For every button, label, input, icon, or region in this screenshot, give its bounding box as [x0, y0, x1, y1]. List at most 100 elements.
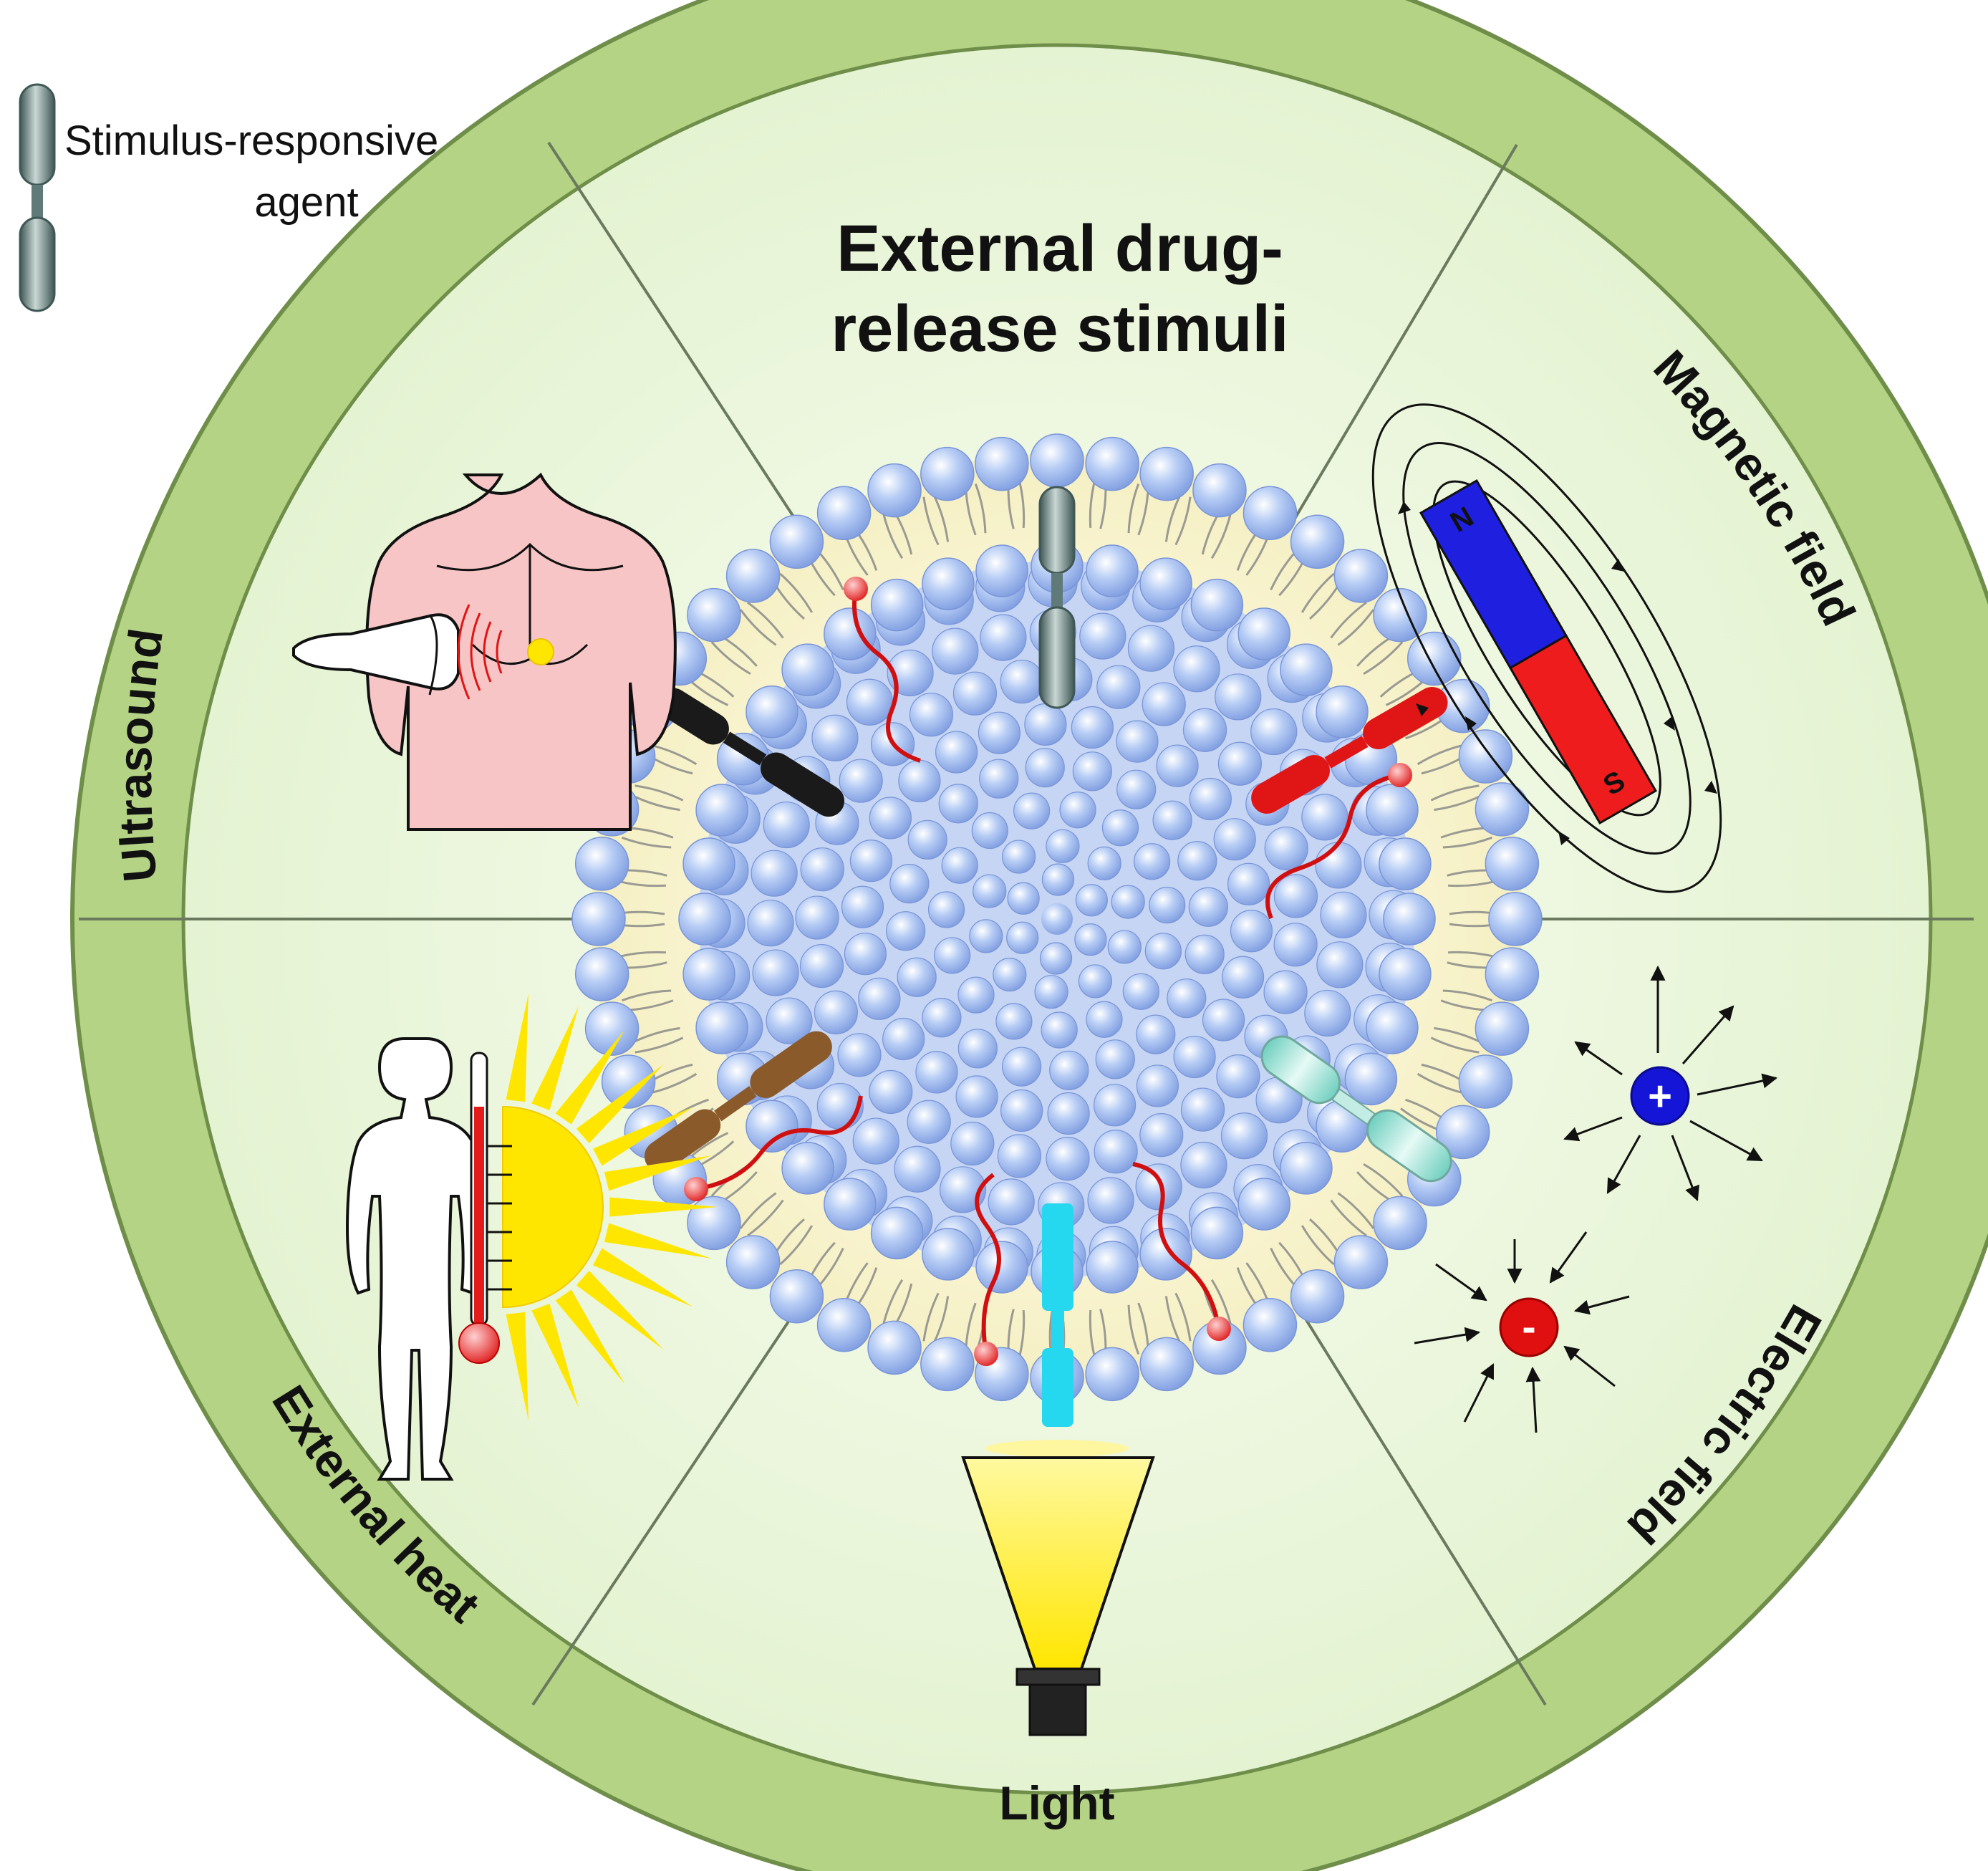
core-lipid-head — [814, 990, 858, 1034]
core-lipid-head — [1273, 923, 1318, 967]
core-lipid-head — [1173, 645, 1220, 693]
core-lipid-head — [971, 812, 1008, 850]
core-lipid-head — [1002, 1047, 1042, 1087]
lipid-head — [1373, 1196, 1427, 1251]
agent-teal — [1260, 1035, 1452, 1183]
positive-charge-arrows — [1563, 965, 1778, 1201]
core-lipid-head — [1202, 999, 1245, 1042]
inner-lipid-head — [678, 893, 731, 946]
lipid-head — [816, 1297, 872, 1352]
core-lipid-head — [799, 943, 844, 989]
core-lipid-head — [1156, 744, 1199, 787]
inner-lipid-head — [922, 1228, 975, 1281]
inner-lipid-head — [870, 1206, 924, 1260]
core-lipid-head — [922, 998, 962, 1038]
core-lipid-head — [1059, 792, 1096, 829]
core-lipid-head — [1000, 1089, 1043, 1132]
core-lipid-head — [1188, 887, 1228, 927]
core-lipid-head — [1047, 1092, 1090, 1135]
core-lipid-head — [887, 649, 934, 697]
core-lipid-head — [939, 1166, 987, 1213]
core-lipid-head — [1122, 973, 1159, 1010]
inner-lipid-head — [682, 948, 735, 1001]
lipid-head — [1290, 1269, 1345, 1324]
core-lipid-head — [1078, 964, 1112, 999]
lipid-tail — [1417, 744, 1465, 766]
lipid-head — [920, 1337, 975, 1392]
inner-lipid-head — [695, 784, 748, 837]
lipid-tail — [882, 511, 904, 559]
core-lipid-head — [915, 1051, 958, 1094]
ultrasound-probe-icon — [292, 613, 460, 691]
lipid-tail — [621, 836, 672, 849]
inner-lipid-head — [1237, 1178, 1290, 1231]
core-lipid-head — [841, 885, 884, 928]
core-lipid-head — [997, 1134, 1041, 1178]
inner-lipid-head — [1379, 837, 1432, 890]
lipid-tail — [1330, 1199, 1367, 1237]
core-lipid-head — [1182, 708, 1227, 752]
lipid-tail — [1164, 493, 1182, 542]
lipid-head — [1485, 837, 1540, 891]
positive-charge-icon — [1630, 1066, 1690, 1126]
lipid-head — [1406, 631, 1462, 686]
negative-charge-arrows — [1414, 1231, 1630, 1433]
magnetic-field-illustration: N S — [1371, 403, 1722, 893]
core-lipid-head — [1046, 1137, 1090, 1181]
core-lipid-head — [1101, 809, 1139, 847]
core-lipid-head — [1094, 1130, 1138, 1174]
lipid-tail — [1337, 1192, 1375, 1229]
inner-lipid-head — [781, 643, 834, 696]
inner-lipid-head — [746, 686, 798, 739]
core-lipid-head — [811, 714, 859, 761]
lipid-tail — [1430, 784, 1480, 802]
lipid-tail — [932, 493, 950, 542]
lipid-tail — [739, 1192, 777, 1229]
core-lipid-head — [980, 614, 1027, 661]
lipid-head — [975, 436, 1029, 491]
lipid-head — [601, 1054, 656, 1109]
core-lipid-head — [886, 911, 926, 951]
core-lipid-head — [1144, 933, 1182, 970]
core-lipid-head — [1167, 978, 1207, 1019]
core-lipid-head — [882, 1017, 925, 1061]
core-lipid-head — [766, 997, 813, 1044]
core-lipid-head — [1227, 862, 1270, 905]
core-lipid-head — [894, 1145, 941, 1193]
core-lipid-head — [955, 1075, 998, 1118]
lipid-head — [687, 1196, 741, 1251]
inner-lipid-head — [781, 1142, 834, 1195]
lipid-head — [1192, 463, 1247, 518]
target-spot — [527, 638, 554, 665]
core-lipid-head — [1250, 708, 1298, 756]
lipid-tail — [932, 1296, 950, 1345]
core-lipid-head — [988, 1178, 1035, 1226]
core-lipid-head — [978, 711, 1021, 754]
core-lipid-head — [941, 847, 978, 884]
inner-lipid-head — [682, 837, 735, 890]
inner-lipid-head — [1190, 578, 1244, 632]
agent-black — [657, 688, 845, 817]
core-lipid-head — [969, 919, 1003, 953]
core-lipid-head — [1096, 665, 1141, 709]
sun-ray — [609, 1197, 718, 1217]
core-lipid-head — [957, 976, 995, 1014]
lipid-head — [1435, 1105, 1490, 1160]
lipid-tail — [1337, 609, 1375, 646]
sun-ray — [506, 1312, 529, 1420]
lipid-head — [1458, 729, 1513, 784]
core-lipid-head — [907, 819, 947, 860]
core-lipid-head — [1220, 1112, 1268, 1160]
core-lipid-head — [858, 977, 901, 1020]
core-lipid-head — [1107, 930, 1142, 964]
core-lipid-head — [952, 671, 998, 716]
core-lipid-head — [1087, 1177, 1134, 1224]
lipid-head — [687, 587, 741, 643]
diagram-title-line1: External drug- — [836, 212, 1283, 285]
inner-lipid-head — [695, 1001, 748, 1054]
lipid-head — [574, 837, 629, 891]
lipid-tail — [634, 784, 684, 802]
core-lipid-head — [1071, 706, 1114, 749]
lipid-tail — [1430, 1036, 1480, 1054]
core-lipid-head — [1072, 751, 1112, 792]
